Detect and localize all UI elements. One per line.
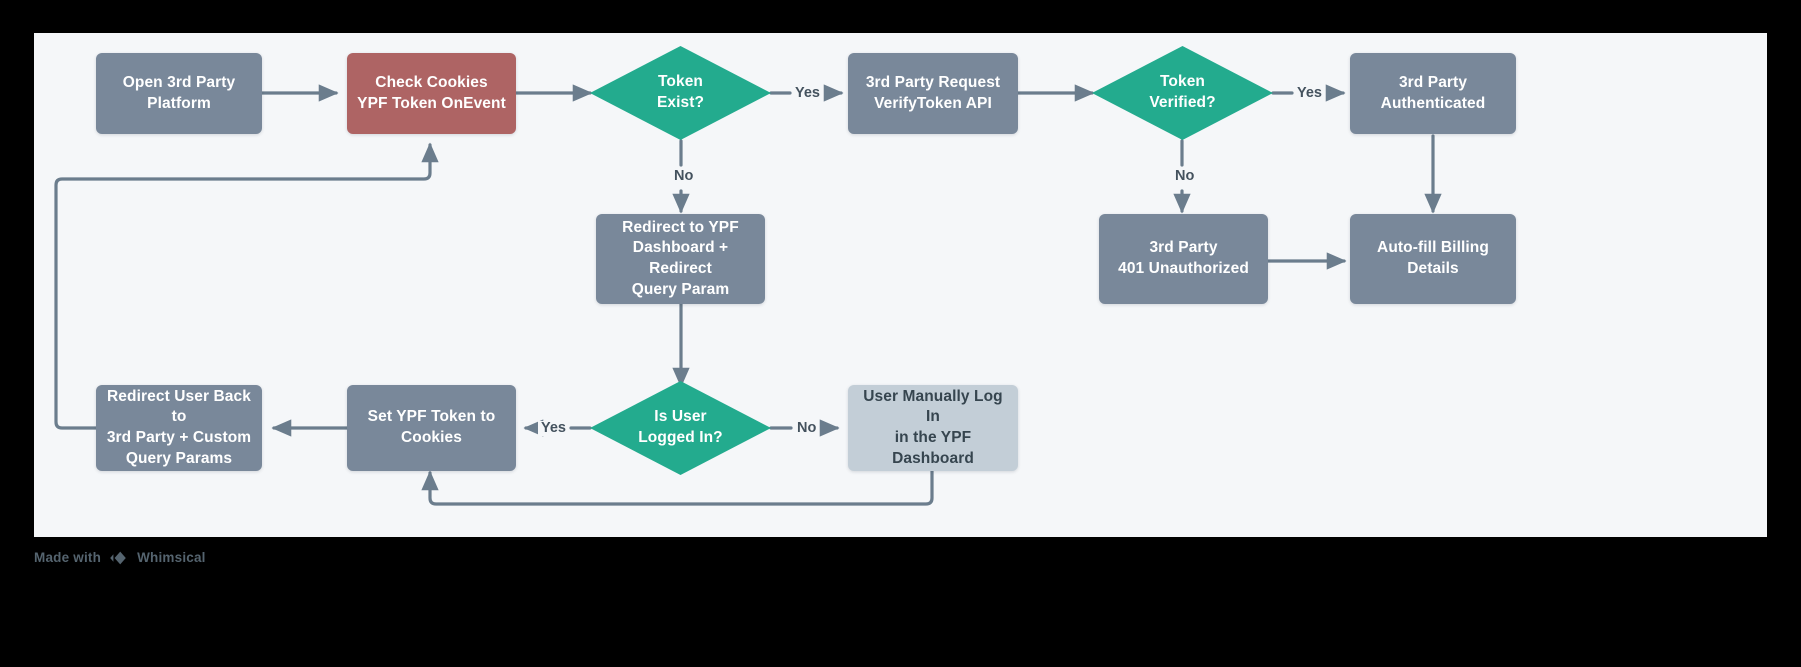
node-verify-token-api[interactable]: 3rd Party Request VerifyToken API	[848, 53, 1018, 134]
node-label: 3rd Party Authenticated	[1380, 73, 1486, 112]
edge-label-token-exist-yes: Yes	[792, 86, 823, 101]
node-label: Redirect User Back to 3rd Party + Custom…	[106, 387, 252, 467]
whimsical-watermark[interactable]: Made with Whimsical	[34, 545, 206, 569]
node-label: Set YPF Token to Cookies	[367, 408, 496, 446]
edge-label-token-exist-no: No	[671, 169, 697, 184]
node-open-3rd-party[interactable]: Open 3rd Party Platform	[96, 53, 262, 134]
node-3rd-party-authenticated[interactable]: 3rd Party Authenticated	[1350, 53, 1516, 134]
made-with-label: Made with	[34, 549, 102, 565]
node-label: Open 3rd Party Platform	[122, 73, 236, 112]
node-token-verified[interactable]: Token Verified?	[1092, 46, 1273, 140]
edge-label-logged-in-yes: Yes	[538, 421, 569, 436]
whimsical-diamond-icon	[108, 549, 130, 565]
node-redirect-to-ypf[interactable]: Redirect to YPF Dashboard + Redirect Que…	[596, 214, 765, 304]
node-token-exist[interactable]: Token Exist?	[590, 46, 771, 140]
node-label: Check Cookies YPF Token OnEvent	[357, 73, 506, 112]
whimsical-brand-label: Whimsical	[137, 549, 206, 565]
node-label: Redirect to YPF Dashboard + Redirect Que…	[622, 218, 739, 298]
node-user-manually-login[interactable]: User Manually Log In in the YPF Dashboar…	[848, 385, 1018, 471]
node-redirect-user-back[interactable]: Redirect User Back to 3rd Party + Custom…	[96, 385, 262, 471]
node-label: Token Verified?	[1149, 73, 1216, 111]
node-label: 3rd Party Request VerifyToken API	[865, 73, 1001, 112]
node-label: Is User Logged In?	[638, 408, 723, 446]
edge-label-token-verified-yes: Yes	[1294, 86, 1325, 101]
node-autofill-billing[interactable]: Auto-fill Billing Details	[1350, 214, 1516, 304]
node-check-cookies[interactable]: Check Cookies YPF Token OnEvent	[347, 53, 516, 134]
edge-label-logged-in-no: No	[794, 421, 820, 436]
node-401-unauthorized[interactable]: 3rd Party 401 Unauthorized	[1099, 214, 1268, 304]
diagram-canvas[interactable]: Open 3rd Party Platform Check Cookies YP…	[34, 33, 1767, 537]
node-label: Token Exist?	[656, 73, 705, 111]
node-label: 3rd Party 401 Unauthorized	[1118, 239, 1249, 277]
node-label: Auto-fill Billing Details	[1377, 239, 1489, 277]
node-is-user-logged-in[interactable]: Is User Logged In?	[590, 381, 771, 475]
node-label: User Manually Log In in the YPF Dashboar…	[863, 387, 1003, 467]
node-set-ypf-token[interactable]: Set YPF Token to Cookies	[347, 385, 516, 471]
edge-label-token-verified-no: No	[1172, 169, 1198, 184]
